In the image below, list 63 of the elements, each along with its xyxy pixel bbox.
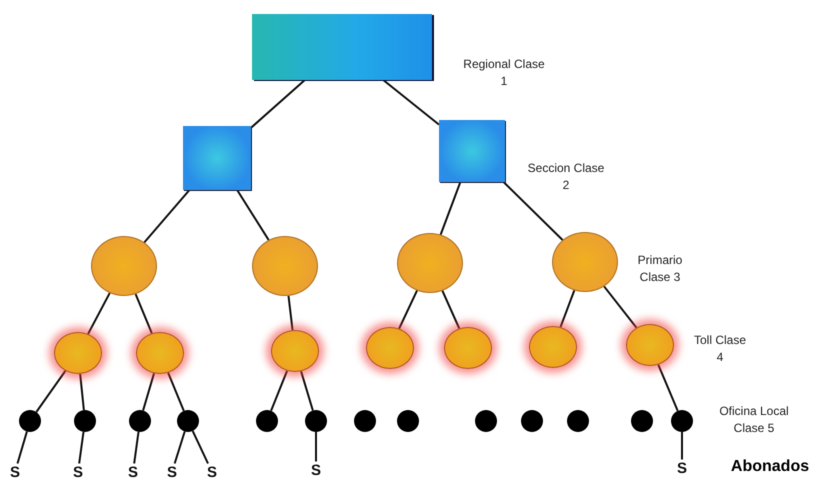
toll-circle xyxy=(271,330,319,372)
level-label: Primario Clase 3 xyxy=(636,252,684,286)
connector-line xyxy=(250,79,306,129)
subscriber-label: S xyxy=(204,464,220,480)
local-office-dot xyxy=(475,410,497,432)
connector-line xyxy=(144,189,190,244)
connector-line xyxy=(288,296,294,330)
level-label: Oficina Local Clase 5 xyxy=(718,403,790,437)
connector-line xyxy=(270,370,288,412)
connector-line xyxy=(300,371,314,411)
toll-circle xyxy=(366,327,414,369)
connector-line xyxy=(36,370,66,413)
connector-line xyxy=(681,432,683,460)
local-office-dot xyxy=(177,410,199,432)
connector-line xyxy=(657,364,679,412)
local-office-dot xyxy=(567,410,589,432)
connector-line xyxy=(79,374,85,410)
level-label: Seccion Clase 2 xyxy=(526,160,606,194)
local-office-dot xyxy=(397,410,419,432)
connector-line xyxy=(560,290,576,328)
level-label-bold: Abonados xyxy=(730,458,810,475)
connector-line xyxy=(174,431,186,464)
level-label: Regional Clase 1 xyxy=(462,56,546,90)
toll-circle xyxy=(444,327,492,369)
connector-line xyxy=(134,294,153,334)
connector-line xyxy=(133,432,140,464)
connector-line xyxy=(398,290,418,329)
toll-circle xyxy=(626,324,674,366)
toll-circle xyxy=(529,326,577,368)
subscriber-label: S xyxy=(308,462,324,478)
local-office-dot xyxy=(129,410,151,432)
connector-line xyxy=(192,430,209,464)
local-office-dot xyxy=(671,410,693,432)
level-label: Toll Clase 4 xyxy=(692,332,748,366)
toll-circle xyxy=(54,332,102,374)
connector-line xyxy=(167,372,185,412)
connector-line xyxy=(442,290,460,329)
connector-line xyxy=(142,373,155,411)
local-office-dot xyxy=(521,410,543,432)
connector-line xyxy=(382,79,440,126)
local-office-dot xyxy=(305,410,327,432)
local-office-dot xyxy=(354,410,376,432)
local-office-dot xyxy=(19,410,41,432)
subscriber-label: S xyxy=(70,464,86,480)
subscriber-label: S xyxy=(164,464,180,480)
connector-line xyxy=(87,292,111,334)
toll-circle xyxy=(136,332,184,374)
regional-box xyxy=(252,14,432,80)
connector-line xyxy=(603,286,638,328)
connector-line xyxy=(236,189,270,240)
connector-line xyxy=(315,432,317,462)
local-office-dot xyxy=(256,410,278,432)
local-office-dot xyxy=(631,410,653,432)
connector-line xyxy=(78,432,84,464)
section-box xyxy=(439,120,505,182)
subscriber-label: S xyxy=(125,464,141,480)
subscriber-label: S xyxy=(674,460,690,476)
section-box xyxy=(183,126,251,190)
subscriber-label: S xyxy=(7,464,23,480)
local-office-dot xyxy=(74,410,96,432)
connector-line xyxy=(16,431,28,464)
connector-line xyxy=(440,182,462,235)
connector-line xyxy=(502,181,564,241)
